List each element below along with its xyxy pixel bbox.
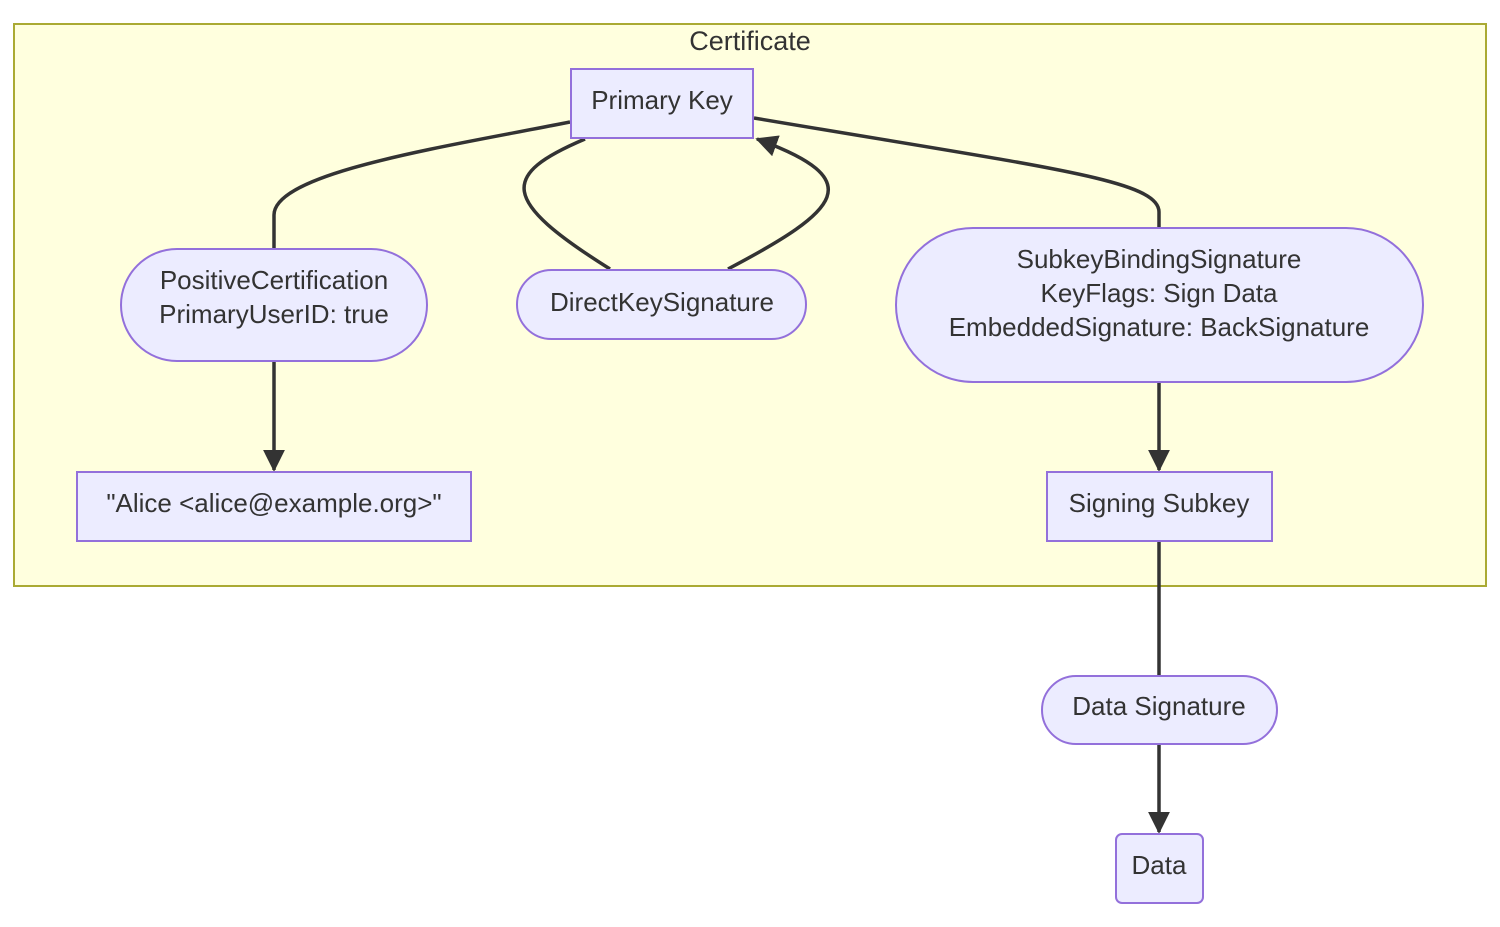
node-label: DirectKeySignature (550, 287, 774, 317)
node-user-id: "Alice <alice@example.org>" (76, 471, 472, 542)
edge-primary-to-positive-cert (272, 120, 571, 249)
node-label: Primary Key (591, 85, 733, 115)
node-signing-subkey: Signing Subkey (1046, 471, 1273, 542)
node-positive-certification: PositiveCertification PrimaryUserID: tru… (120, 248, 428, 362)
node-label-line-2: KeyFlags: Sign Data (1040, 278, 1278, 308)
edges (263, 116, 1170, 834)
node-label-line-1: PositiveCertification (160, 265, 388, 295)
edge-primary-to-subkey-binding (753, 116, 1161, 228)
cluster-title: Certificate (689, 26, 811, 56)
node-data: Data (1115, 833, 1204, 904)
node-label: Signing Subkey (1069, 488, 1250, 518)
node-label-line-3: EmbeddedSignature: BackSignature (949, 312, 1370, 342)
node-label-line-1: SubkeyBindingSignature (1017, 244, 1302, 274)
edge-direct-key-sig-to-primary (727, 135, 831, 271)
node-primary-key: Primary Key (570, 68, 754, 139)
edge-primary-to-direct-key-sig (522, 137, 611, 271)
node-direct-key-signature: DirectKeySignature (516, 269, 807, 340)
node-label: "Alice <alice@example.org>" (106, 488, 441, 518)
node-label: Data (1132, 850, 1187, 880)
node-label-line-2: PrimaryUserID: true (159, 299, 389, 329)
node-subkey-binding-signature: SubkeyBindingSignature KeyFlags: Sign Da… (895, 227, 1424, 383)
node-label: Data Signature (1072, 691, 1245, 721)
node-data-signature: Data Signature (1041, 675, 1278, 745)
